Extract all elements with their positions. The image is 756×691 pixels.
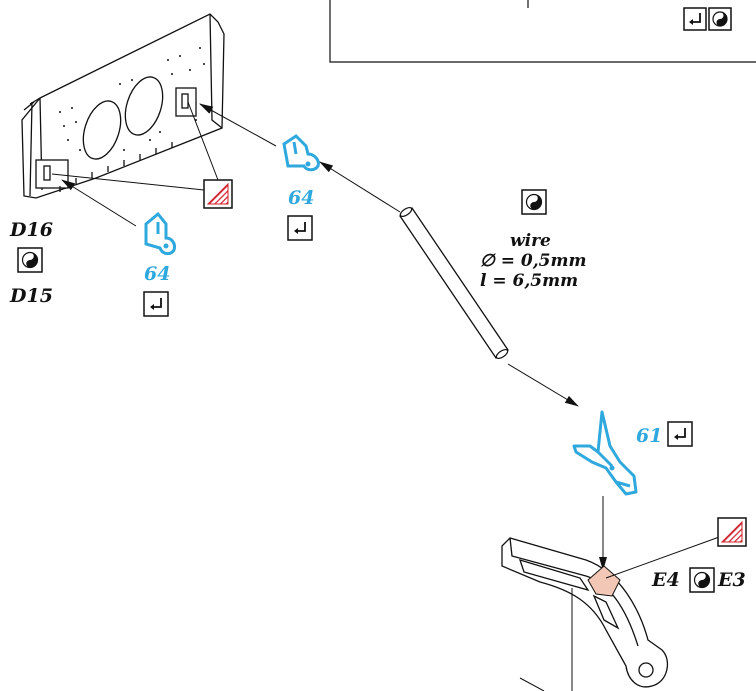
perforated-panel	[21, 13, 225, 199]
curved-arm-part	[501, 537, 669, 688]
glue-icon	[287, 215, 313, 241]
red-hatch-swatch-icon	[203, 179, 233, 209]
bracket-left-number: 64	[144, 263, 170, 285]
glue-icon	[667, 421, 693, 447]
red-hatch-swatch-icon	[717, 517, 747, 547]
yin-yang-icon	[708, 7, 732, 31]
glue-icon	[683, 7, 707, 31]
fork-number: 61	[636, 425, 662, 447]
part-label-d15: D15	[9, 285, 53, 307]
part-label-d16: D16	[9, 219, 53, 241]
wire-length: l = 6,5mm	[480, 271, 578, 291]
fork-part	[572, 410, 638, 496]
yin-yang-icon	[689, 567, 715, 593]
yin-yang-icon	[521, 189, 547, 215]
wire-title: wire	[510, 231, 551, 251]
wire-rod	[399, 206, 509, 360]
wire-diameter: ∅ = 0,5mm	[480, 251, 586, 271]
bracket-part-left	[144, 211, 176, 256]
arm-label-e4: E4	[651, 569, 680, 591]
arm-label-e3: E3	[717, 569, 746, 591]
bracket-mid-number: 64	[288, 187, 314, 209]
panel-rivets	[59, 47, 205, 151]
instruction-box	[329, 0, 756, 63]
glue-icon	[143, 291, 169, 317]
bracket-part-middle	[282, 134, 320, 172]
yin-yang-icon	[17, 247, 43, 273]
